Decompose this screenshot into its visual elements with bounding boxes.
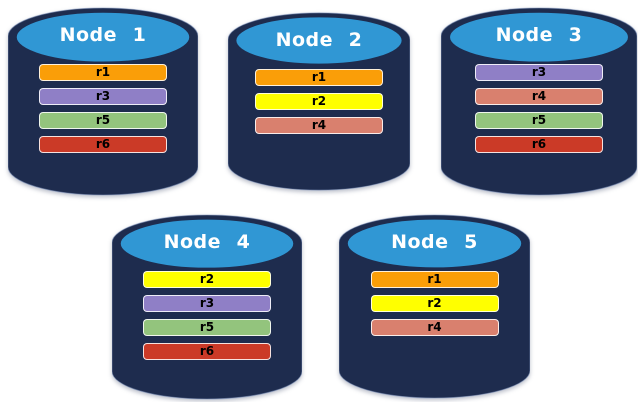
replica-bar-r5: r5: [39, 112, 167, 129]
replica-bar-r2: r2: [143, 271, 271, 288]
replica-bar-r2: r2: [370, 295, 499, 312]
replica-bar-r1: r1: [39, 64, 167, 81]
replica-list: r1 r2 r4: [370, 271, 499, 343]
replica-bar-r6: r6: [143, 343, 271, 360]
replica-list: r2 r3 r5 r6: [143, 271, 271, 367]
replica-list: r3 r4 r5 r6: [475, 64, 603, 160]
replica-bar-r5: r5: [475, 112, 603, 129]
node-cylinder-2: Node 2 r1 r2 r4: [228, 11, 410, 192]
node-title: Node 4: [163, 231, 251, 253]
node-cylinder-1: Node 1 r1 r3 r5 r6: [8, 6, 198, 197]
replica-bar-r1: r1: [255, 69, 383, 86]
replica-bar-r5: r5: [143, 319, 271, 336]
node-title: Node 1: [59, 24, 147, 46]
node-title: Node 3: [495, 24, 583, 46]
replica-bar-r4: r4: [370, 319, 499, 336]
replica-list: r1 r3 r5 r6: [39, 64, 167, 160]
node-title: Node 2: [275, 29, 363, 51]
replica-bar-r3: r3: [39, 88, 167, 105]
replica-bar-r1: r1: [370, 271, 499, 288]
node-cylinder-4: Node 4 r2 r3 r5 r6: [112, 213, 302, 401]
node-cylinder-3: Node 3 r3 r4 r5 r6: [441, 6, 637, 197]
replica-bar-r3: r3: [475, 64, 603, 81]
replica-list: r1 r2 r4: [255, 69, 383, 141]
node-title: Node 5: [391, 231, 478, 253]
replica-bar-r6: r6: [39, 136, 167, 153]
replica-bar-r3: r3: [143, 295, 271, 312]
replica-bar-r4: r4: [475, 88, 603, 105]
node-cylinder-5: Node 5 r1 r2 r4: [339, 213, 530, 400]
replica-bar-r4: r4: [255, 117, 383, 134]
replica-bar-r6: r6: [475, 136, 603, 153]
replica-bar-r2: r2: [255, 93, 383, 110]
